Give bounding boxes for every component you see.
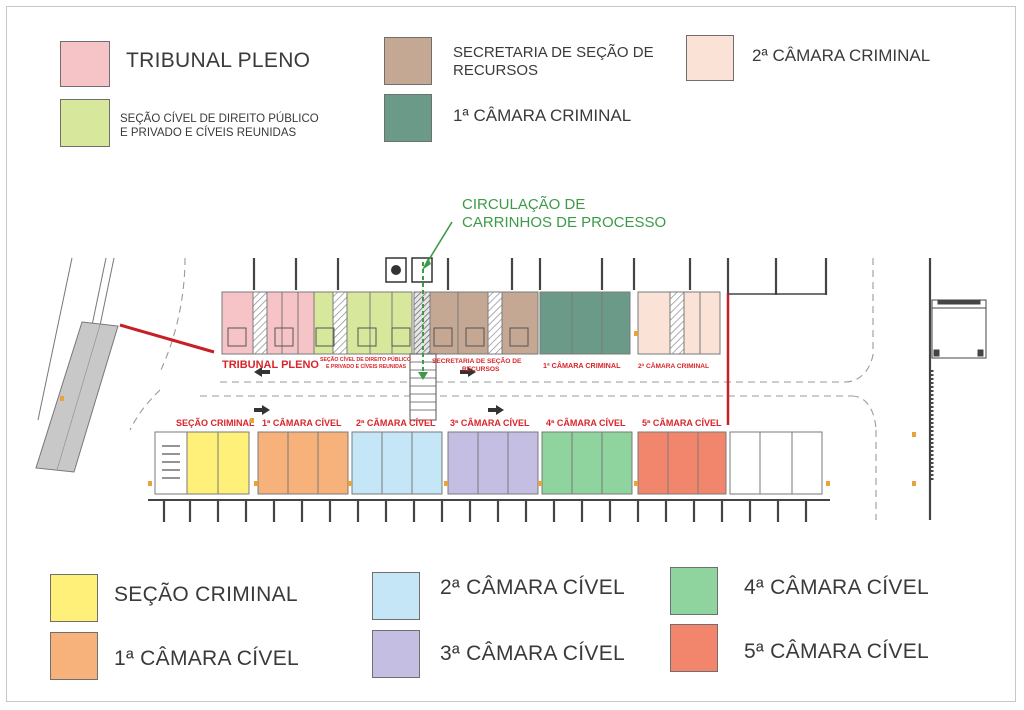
plan-label-quarta-civel: 4ª CÂMARA CÍVEL bbox=[546, 417, 626, 428]
plan-label-tribunal-pleno: TRIBUNAL PLENO bbox=[222, 359, 319, 371]
legend-label-primeira-criminal: 1ª CÂMARA CRIMINAL bbox=[453, 106, 632, 125]
elevator-box bbox=[385, 257, 433, 283]
legend-label-quarta-civel: 4ª CÂMARA CÍVEL bbox=[744, 576, 929, 599]
legend-label-primeira-civel: 1ª CÂMARA CÍVEL bbox=[114, 647, 299, 670]
legend-label-secretaria: SECRETARIA DE SEÇÃO DE RECURSOS bbox=[453, 44, 654, 79]
plan-label-secretaria-1: SECRETARIA DE SEÇÃO DE bbox=[432, 356, 522, 365]
plan-label-secao-criminal: SEÇÃO CRIMINAL bbox=[176, 418, 255, 428]
legend-label-secao-criminal: SEÇÃO CRIMINAL bbox=[114, 583, 298, 606]
legend-swatch-terceira-civel bbox=[372, 630, 420, 678]
legend-swatch-secao-criminal bbox=[50, 574, 98, 622]
plan-label-segunda-criminal: 2ª CÂMARA CRIMINAL bbox=[638, 361, 709, 370]
legend-label-segunda-civel: 2ª CÂMARA CÍVEL bbox=[440, 576, 625, 599]
plan-label-primeira-criminal: 1ª CÂMARA CRIMINAL bbox=[543, 361, 621, 370]
column-markers bbox=[60, 331, 916, 486]
legend-label-tribunal-pleno: TRIBUNAL PLENO bbox=[126, 49, 311, 72]
legend-swatch-tribunal-pleno bbox=[60, 41, 110, 87]
legend-label-quinta-civel: 5ª CÂMARA CÍVEL bbox=[744, 640, 929, 663]
central-circulation bbox=[409, 221, 453, 421]
bottom-row-offices bbox=[154, 431, 823, 495]
room-icons bbox=[227, 327, 529, 347]
bottom-left-stairs bbox=[162, 445, 180, 479]
legend-label-terceira-civel: 3ª CÂMARA CÍVEL bbox=[440, 642, 625, 665]
bottom-facade bbox=[148, 499, 830, 522]
legend-label-secao-civel: SEÇÃO CÍVEL DE DIREITO PÚBLICO E PRIVADO… bbox=[120, 113, 319, 139]
circulation-note: CIRCULAÇÃO DE CARRINHOS DE PROCESSO bbox=[462, 196, 667, 231]
right-annex bbox=[928, 258, 987, 520]
legend-swatch-secretaria bbox=[384, 37, 432, 85]
legend-swatch-primeira-criminal bbox=[384, 94, 432, 142]
plan-label-quinta-civel: 5ª CÂMARA CÍVEL bbox=[642, 417, 722, 428]
legend-label-segunda-criminal: 2ª CÂMARA CRIMINAL bbox=[752, 46, 931, 65]
legend-swatch-quarta-civel bbox=[670, 567, 718, 615]
legend-swatch-primeira-civel bbox=[50, 632, 98, 680]
plan-label-primeira-civel: 1ª CÂMARA CÍVEL bbox=[262, 417, 342, 428]
plan-label-segunda-civel: 2ª CÂMARA CÍVEL bbox=[356, 417, 436, 428]
left-annex bbox=[35, 257, 119, 473]
corridor-dashed-lines bbox=[129, 257, 877, 520]
legend-swatch-segunda-civel bbox=[372, 572, 420, 620]
plan-label-secretaria-2: RECURSOS bbox=[462, 366, 500, 373]
plan-label-terceira-civel: 3ª CÂMARA CÍVEL bbox=[450, 417, 530, 428]
legend-swatch-segunda-criminal bbox=[686, 35, 734, 81]
flow-arrows bbox=[254, 367, 504, 415]
legend-swatch-secao-civel bbox=[60, 99, 110, 147]
red-wall-left bbox=[119, 323, 215, 354]
plan-label-secao-civel-2: E PRIVADO E CÍVEIS REUNIDAS bbox=[326, 362, 407, 370]
plan-label-secao-civel-1: SEÇÃO CÍVEL DE DIREITO PÚBLICO bbox=[320, 355, 411, 363]
legend-swatch-quinta-civel bbox=[670, 624, 718, 672]
diagram-frame bbox=[6, 6, 1016, 702]
top-row-partitions bbox=[252, 258, 828, 295]
